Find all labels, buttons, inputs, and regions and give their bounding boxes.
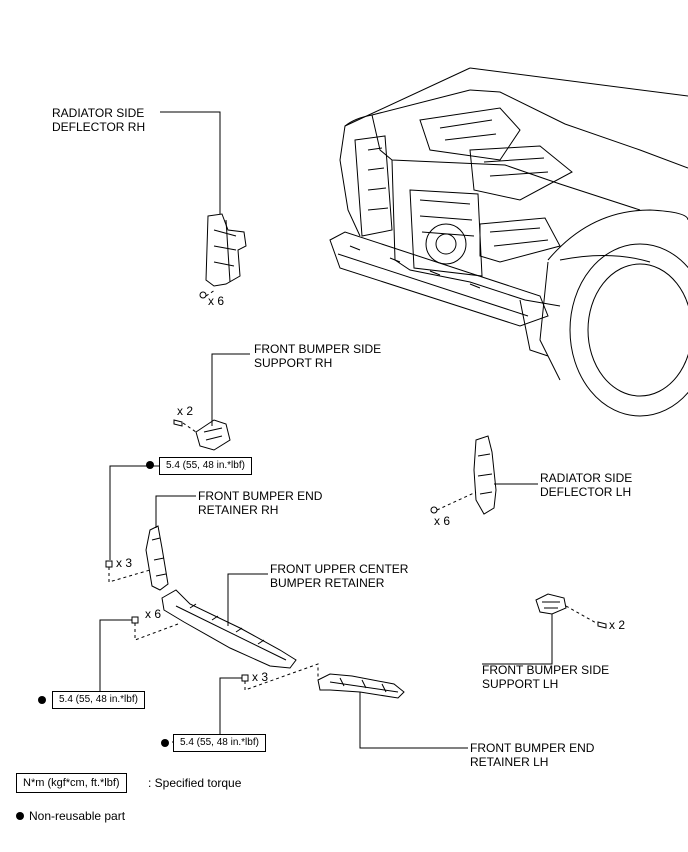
- non-reusable-dot: [161, 739, 169, 747]
- label-front-bumper-side-support-rh: FRONT BUMPER SIDE SUPPORT RH: [254, 342, 382, 370]
- qty-support-rh-bolts: x 2: [177, 404, 194, 418]
- torque-spec-1: 5.4 (55, 48 in.*lbf): [159, 457, 252, 475]
- qty-center-retainer-nuts: x 6: [145, 607, 162, 621]
- legend-non-reusable: Non-reusable part: [29, 809, 126, 823]
- qty-end-retainer-rh-nuts: x 3: [116, 556, 133, 570]
- torque-spec-2: 5.4 (55, 48 in.*lbf): [52, 691, 145, 709]
- legend-non-reusable-dot: [16, 812, 24, 820]
- legend-torque-unit: N*m (kgf*cm, ft.*lbf): [16, 773, 127, 793]
- qty-deflector-lh-clips: x 6: [434, 514, 451, 528]
- radiator-side-deflector-lh-part: [430, 435, 497, 515]
- legend-torque-desc: : Specified torque: [148, 776, 242, 790]
- qty-support-lh-bolts: x 2: [609, 618, 626, 632]
- radiator-side-deflector-rh-part: [199, 213, 247, 299]
- label-front-bumper-end-retainer-lh: FRONT BUMPER END RETAINER LH: [470, 741, 595, 769]
- front-bumper-side-support-lh-part: [535, 593, 607, 629]
- front-bumper-side-support-rh-part: [173, 419, 231, 451]
- label-radiator-side-deflector-lh: RADIATOR SIDE DEFLECTOR LH: [540, 471, 633, 499]
- qty-end-retainer-lh-nuts: x 3: [252, 670, 269, 684]
- label-front-bumper-side-support-lh: FRONT BUMPER SIDE SUPPORT LH: [482, 663, 610, 691]
- front-upper-center-bumper-retainer-part: [131, 589, 297, 669]
- label-front-bumper-end-retainer-rh: FRONT BUMPER END RETAINER RH: [198, 489, 323, 517]
- non-reusable-dot: [146, 461, 154, 469]
- label-front-upper-center-bumper-retainer: FRONT UPPER CENTER BUMPER RETAINER: [270, 562, 409, 590]
- fastener-dashed-lines: [108, 289, 599, 691]
- vehicle-front-drawing: [329, 67, 688, 417]
- front-bumper-end-retainer-rh-part: [105, 525, 169, 591]
- qty-deflector-rh-clips: x 6: [208, 294, 225, 308]
- label-radiator-side-deflector-rh: RADIATOR SIDE DEFLECTOR RH: [52, 106, 146, 134]
- front-bumper-end-retainer-lh-part: [241, 673, 405, 699]
- non-reusable-dot: [38, 696, 46, 704]
- torque-spec-3: 5.4 (55, 48 in.*lbf): [173, 734, 266, 752]
